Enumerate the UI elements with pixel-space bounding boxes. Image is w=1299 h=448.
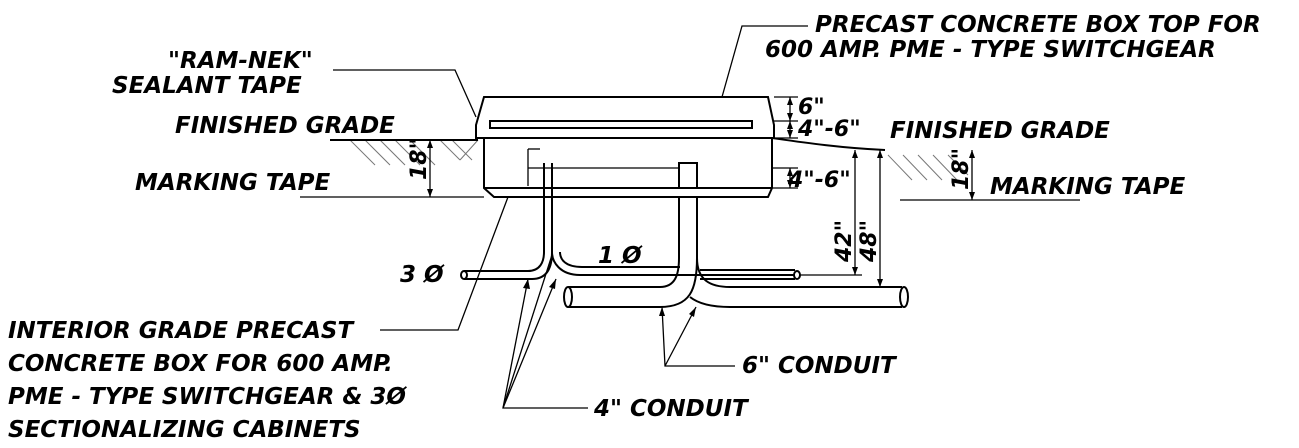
label-conduit-6in: 6" CONDUIT bbox=[742, 353, 898, 379]
label-finished-grade-right: FINISHED GRADE bbox=[890, 118, 1110, 144]
dim-text-tape-depth-left: 18" bbox=[407, 138, 432, 180]
label-conduit-4in: 4" CONDUIT bbox=[593, 396, 750, 422]
dim-text-tape-depth-right: 18" bbox=[949, 148, 974, 190]
leader-sealant bbox=[333, 69, 477, 118]
riser-4in bbox=[543, 163, 553, 252]
dim-text-depth-48: 48" bbox=[857, 220, 882, 263]
label-finished-grade-left: FINISHED GRADE bbox=[175, 113, 395, 139]
leader-interior-box bbox=[380, 196, 509, 331]
label-interior-box-line3: PME - TYPE SWITCHGEAR & 3Ø bbox=[8, 384, 407, 410]
label-interior-box-line4: SECTIONALIZING CABINETS bbox=[8, 417, 361, 443]
finished-grade-line-right bbox=[771, 137, 886, 151]
dim-depth-42-48 bbox=[800, 150, 888, 288]
label-interior-box-line1: INTERIOR GRADE PRECAST bbox=[8, 318, 355, 344]
dim-text-top-to-grade: 4"-6" bbox=[797, 117, 861, 142]
label-interior-box-line2: CONCRETE BOX FOR 600 AMP. bbox=[8, 351, 393, 377]
label-marking-tape-left: MARKING TAPE bbox=[135, 170, 330, 196]
ground-hatch-right bbox=[887, 154, 969, 181]
conduit-6in-run bbox=[563, 257, 909, 308]
leader-4in-conduit bbox=[502, 254, 588, 409]
label-box-top-line1: PRECAST CONCRETE BOX TOP FOR bbox=[815, 12, 1261, 38]
dim-text-depth-42: 42" bbox=[832, 220, 857, 263]
dim-tape-depth-right bbox=[900, 150, 1080, 201]
label-sealant-line1: "RAM-NEK" bbox=[168, 48, 313, 74]
dim-tape-depth-left bbox=[300, 140, 484, 198]
dim-box-top-right bbox=[774, 96, 798, 139]
label-box-top-line2: 600 AMP. PME - TYPE SWITCHGEAR bbox=[765, 37, 1216, 63]
dim-text-box-bottom-clearance: 4"-6" bbox=[787, 168, 851, 193]
label-three-phase: 3 Ø bbox=[400, 262, 445, 288]
label-sealant-line2: SEALANT TAPE bbox=[112, 73, 302, 99]
label-marking-tape-right: MARKING TAPE bbox=[990, 174, 1185, 200]
precast-box-top bbox=[475, 96, 775, 139]
interior-precast-box bbox=[483, 138, 773, 198]
leader-6in-conduit bbox=[659, 306, 735, 367]
label-one-phase: 1 Ø bbox=[598, 243, 643, 269]
dim-box-bottom-right bbox=[772, 167, 798, 189]
dim-text-top-thickness: 6" bbox=[798, 95, 825, 120]
riser-6in bbox=[678, 162, 698, 258]
leader-box-top bbox=[721, 25, 808, 98]
ground-hatch-left bbox=[349, 139, 479, 166]
